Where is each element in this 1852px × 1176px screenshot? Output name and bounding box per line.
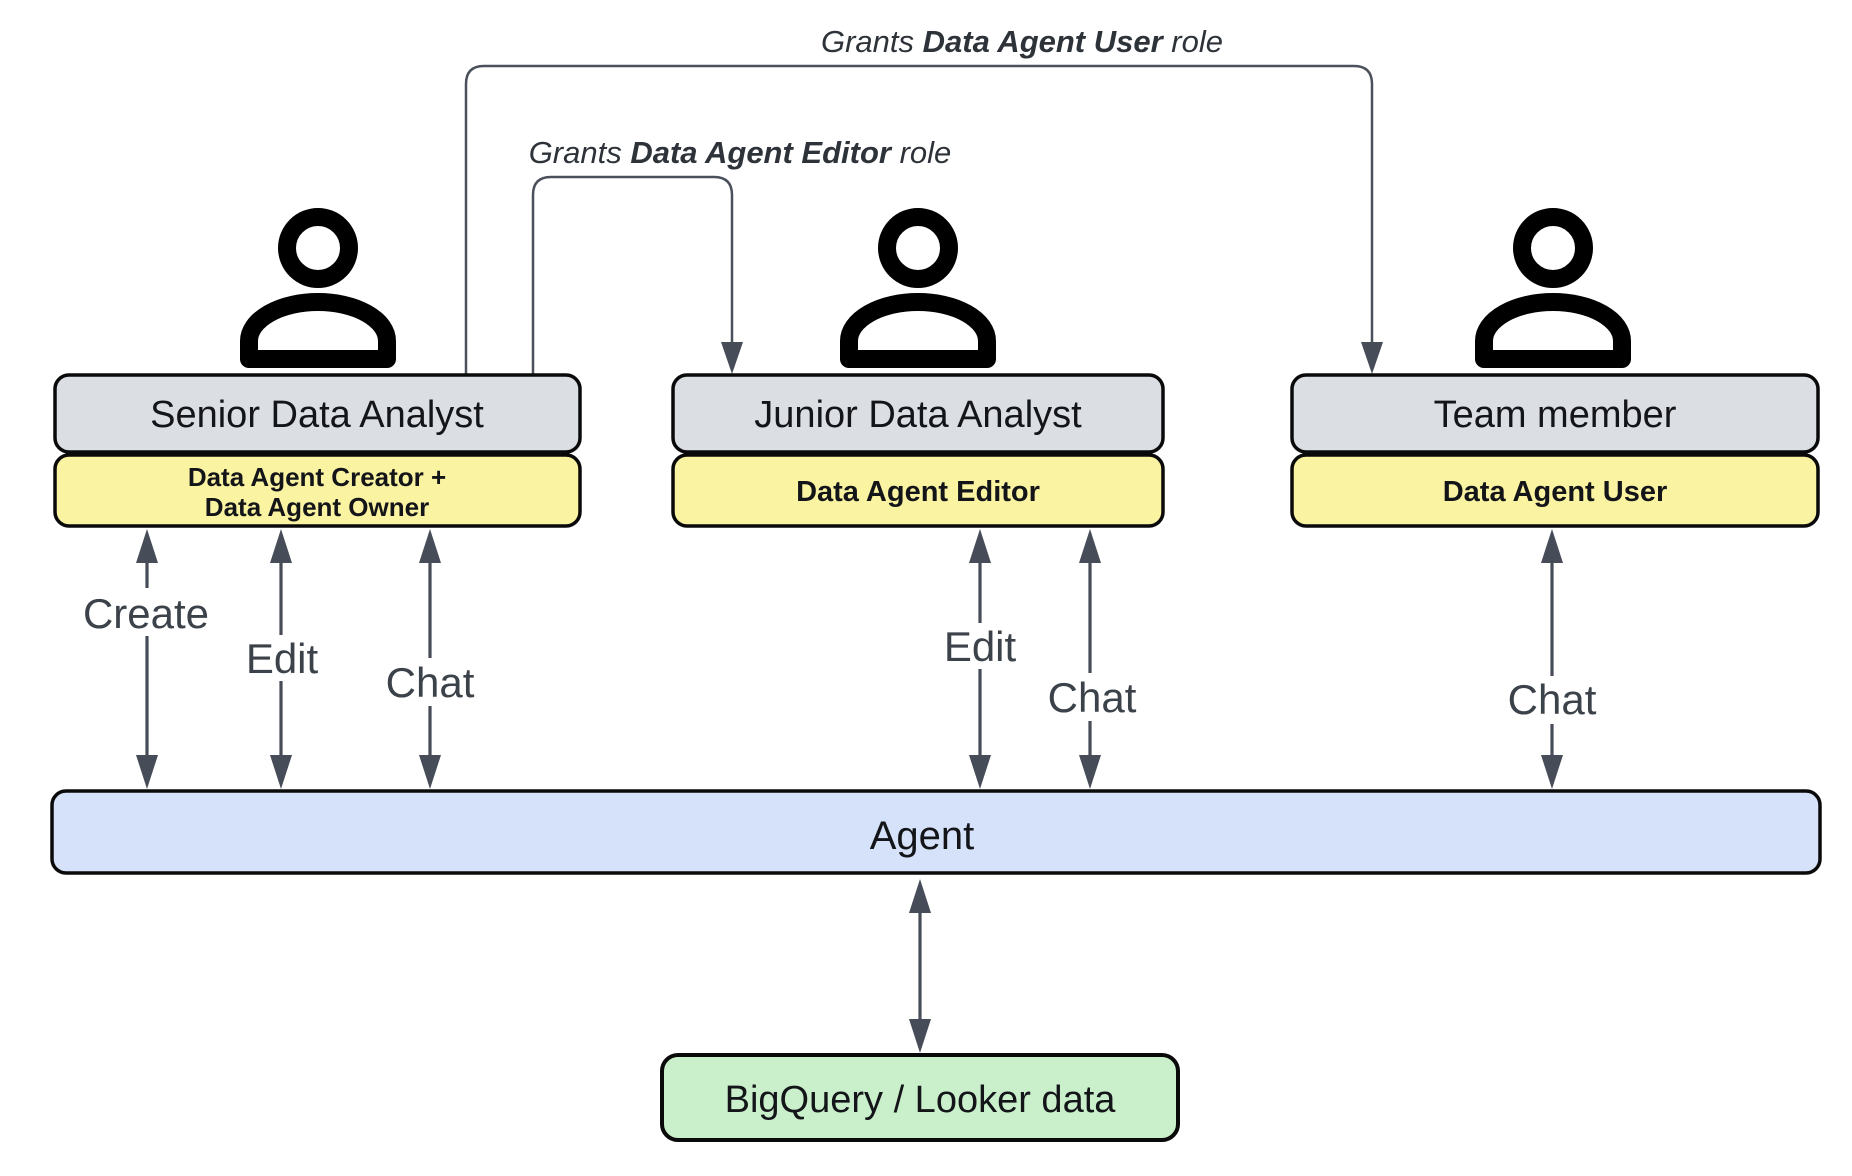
person-icon: [840, 208, 996, 368]
grant-user-arrowhead-icon: [1361, 342, 1383, 374]
grant-connector-user: [464, 64, 1383, 374]
action-label-chat: Chat: [1048, 674, 1137, 721]
grant-connector-editor: [531, 175, 743, 374]
node-label: Junior Data Analyst: [754, 394, 1082, 436]
role-box-user: [1290, 453, 1820, 528]
grant-editor-arrowhead-icon: [721, 342, 743, 374]
action-label-create: Create: [83, 590, 209, 637]
action-label-edit: Edit: [944, 623, 1017, 670]
role-box-creator-owner: [53, 453, 582, 528]
label-bg: [80, 588, 214, 636]
arrow-team-chat: [1541, 529, 1563, 789]
person-icon: [240, 208, 396, 368]
label-bg: [379, 658, 481, 706]
node-team-member: [1290, 373, 1820, 454]
label-bg: [1042, 673, 1142, 721]
agent-label: Agent: [870, 814, 975, 858]
action-label-chat: Chat: [1508, 676, 1597, 723]
grant-editor-path: [531, 175, 734, 374]
node-bigquery-looker-data: [660, 1053, 1180, 1142]
datasource-label: BigQuery / Looker data: [725, 1079, 1117, 1121]
grant-user-path: [464, 64, 1374, 374]
node-label: Team member: [1434, 394, 1677, 436]
person-icon: [1475, 208, 1631, 368]
arrow-agent-data: [909, 879, 931, 1053]
role-label-line1: Data Agent Creator +: [188, 462, 446, 492]
node-junior-data-analyst: [671, 373, 1165, 454]
label-bg: [938, 623, 1022, 669]
node-senior-data-analyst: [53, 373, 582, 454]
node-agent: [50, 789, 1822, 875]
arrow-junior-chat: [1079, 529, 1101, 789]
action-label-edit: Edit: [246, 635, 319, 682]
node-label: Senior Data Analyst: [150, 394, 484, 436]
grant-editor-label: Grants Data Agent Editor role: [529, 135, 952, 170]
role-label: Data Agent User: [1443, 476, 1668, 508]
action-label-chat: Chat: [386, 659, 475, 706]
grant-user-label: Grants Data Agent User role: [821, 24, 1223, 59]
label-bg: [241, 635, 323, 681]
arrow-senior-create: [136, 529, 158, 789]
role-box-editor: [671, 453, 1165, 528]
role-label-line2: Data Agent Owner: [205, 492, 429, 522]
label-bg: [1502, 676, 1602, 724]
role-label: Data Agent Editor: [796, 476, 1040, 508]
